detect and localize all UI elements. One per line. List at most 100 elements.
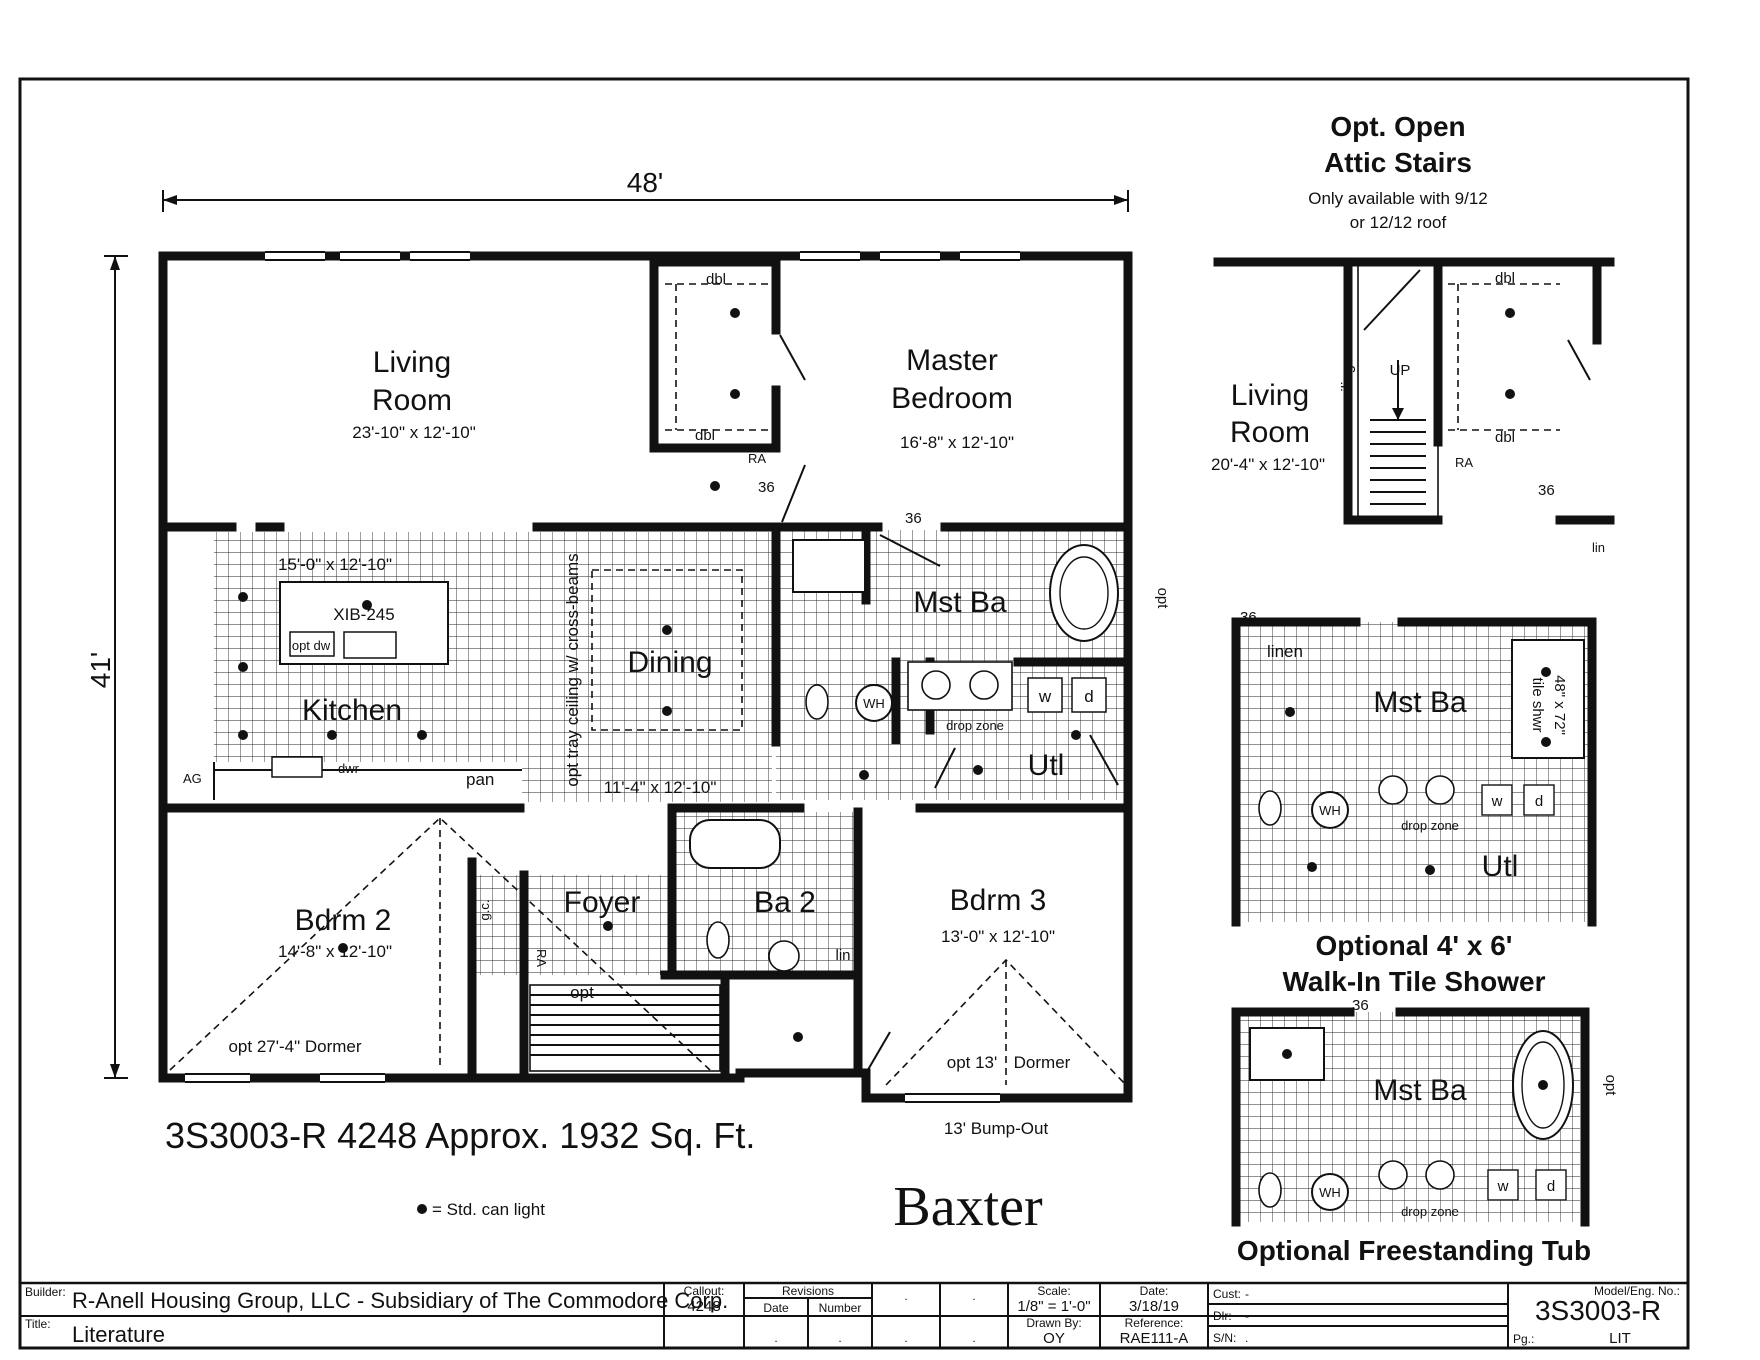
revisions-number: Number [819, 1301, 862, 1315]
dlr-label: Dlr: [1213, 1309, 1232, 1323]
shower-w: w [1491, 793, 1503, 810]
shower-linen: linen [1267, 642, 1303, 661]
closet-dbl-bottom: dbl [695, 427, 715, 444]
sn-label: S/N: [1213, 1331, 1236, 1345]
shower-drop-zone: drop zone [1401, 818, 1459, 833]
tub-d: d [1547, 1178, 1555, 1195]
attic-dbl-bottom: dbl [1495, 429, 1515, 446]
dryer-box [1071, 677, 1107, 713]
foyer-name: Foyer [564, 886, 641, 919]
model-name: Baxter [893, 1176, 1043, 1238]
living-room-name-1: Living [373, 346, 451, 379]
dining-size: 11'-4" x 12'-10" [604, 778, 717, 797]
sink-icon-2 [969, 670, 999, 700]
mstba-door-swing [879, 534, 941, 567]
tub-mst-ba: Mst Ba [1373, 1074, 1467, 1107]
mst-ba-opt: opt [1154, 588, 1171, 610]
main-floor-plan: 48' 41' [85, 167, 1171, 1238]
bdrm2-size: 14'-8" x 12'-10" [278, 942, 392, 961]
stair-treads [529, 984, 721, 1072]
utl-name: Utl [1028, 749, 1065, 782]
drawn-value: OY [1043, 1330, 1065, 1347]
shower-d: d [1535, 793, 1543, 810]
model-label: Model/Eng. No.: [1594, 1284, 1680, 1298]
dryer-label: d [1084, 687, 1093, 706]
windows-top [185, 253, 1020, 1101]
attic-railing: railing [1339, 365, 1356, 405]
drawn-label: Drawn By: [1026, 1316, 1081, 1330]
ag-label: AG [183, 771, 202, 786]
width-label: 48' [627, 167, 664, 198]
bdrm3-name: Bdrm 3 [950, 884, 1047, 917]
attic-living-1: Living [1231, 379, 1309, 412]
revisions-label: Revisions [782, 1284, 834, 1298]
mst-ba-name: Mst Ba [913, 586, 1007, 619]
shower-size: 48" x 72" [1551, 675, 1568, 735]
master-name-1: Master [906, 344, 998, 377]
cust-value: - [1245, 1287, 1249, 1301]
builder-label: Builder: [25, 1285, 66, 1299]
legend-label: = Std. can light [432, 1200, 545, 1219]
ba2-lin: lin [835, 947, 850, 964]
dining-tile [522, 532, 772, 802]
bumpout-label: 13' Bump-Out [944, 1119, 1049, 1138]
tile-shower-icon [1511, 639, 1585, 759]
revisions-dot-6: . [972, 1331, 975, 1345]
attic-up: UP [1390, 362, 1411, 379]
shower-mst-ba: Mst Ba [1373, 686, 1467, 719]
sink-icon [343, 631, 397, 659]
bdrm2-dormer: opt 27'-4" Dormer [228, 1037, 361, 1056]
title-label: Title: [25, 1317, 51, 1331]
reference-label: Reference: [1125, 1316, 1184, 1330]
callout-label: Callout: [684, 1284, 725, 1298]
bdrm3-dormer-a: opt 13' [947, 1053, 998, 1072]
attic-title-1: Opt. Open [1330, 111, 1465, 142]
dining-name: Dining [627, 646, 712, 679]
ba2-tub-icon [689, 819, 781, 869]
plan-title: 3S3003-R 4248 Approx. 1932 Sq. Ft. [165, 1115, 755, 1156]
legend-dot-icon [417, 1204, 427, 1214]
date-label: Date: [1140, 1284, 1169, 1298]
kitchen-name: Kitchen [302, 694, 402, 727]
island-label: XIB-245 [333, 605, 394, 624]
width-dimension: 48' [162, 167, 1129, 212]
living-room-name-2: Room [372, 384, 452, 417]
attic-lin: lin [1592, 540, 1605, 555]
tub-caption: Optional Freestanding Tub [1237, 1235, 1591, 1266]
window-frames [185, 251, 1020, 1103]
drop-zone-label: drop zone [946, 718, 1004, 733]
dlr-value: - [1245, 1309, 1249, 1323]
shower-icon [792, 539, 866, 593]
tray-ceiling-outline [591, 569, 743, 731]
kitchen-size: 15'-0" x 12'-10" [278, 555, 392, 574]
pg-value: LIT [1609, 1330, 1631, 1347]
foyer-tile [470, 875, 670, 975]
range-icon [271, 756, 323, 778]
tub-w: w [1497, 1178, 1509, 1195]
shower-caption-1: Optional 4' x 6' [1316, 930, 1513, 961]
master-door-swing [781, 464, 806, 523]
revisions-dot-1: . [774, 1331, 777, 1345]
depth-dimension: 41' [85, 255, 128, 1079]
door-36-b: 36 [905, 510, 922, 527]
tub-icon [1049, 544, 1119, 642]
sheet-border [18, 77, 1690, 1350]
attic-living-2: Room [1230, 416, 1310, 449]
tub-wh: WH [1319, 1185, 1341, 1200]
shower-utl: Utl [1482, 850, 1519, 883]
kitchen-counter [213, 762, 522, 800]
attic-dbl-top: dbl [1495, 270, 1515, 287]
opt-dw-box [289, 631, 335, 657]
attic-title-2: Attic Stairs [1324, 147, 1472, 178]
opt-dw-label: opt dw [292, 638, 331, 653]
tub-drop-zone: drop zone [1401, 1204, 1459, 1219]
depth-label: 41' [85, 652, 116, 689]
revisions-dot-4: . [972, 1289, 975, 1303]
opt-freestanding-tub: 36 Mst Ba opt WH drop zone w d Optional … [1231, 997, 1619, 1266]
cust-label: Cust: [1213, 1287, 1241, 1301]
shower-door36: 36 [1240, 609, 1257, 626]
sn-value: . [1245, 1331, 1248, 1345]
shower-caption-2: Walk-In Tile Shower [1283, 966, 1546, 997]
ba2-toilet-icon [706, 921, 730, 959]
